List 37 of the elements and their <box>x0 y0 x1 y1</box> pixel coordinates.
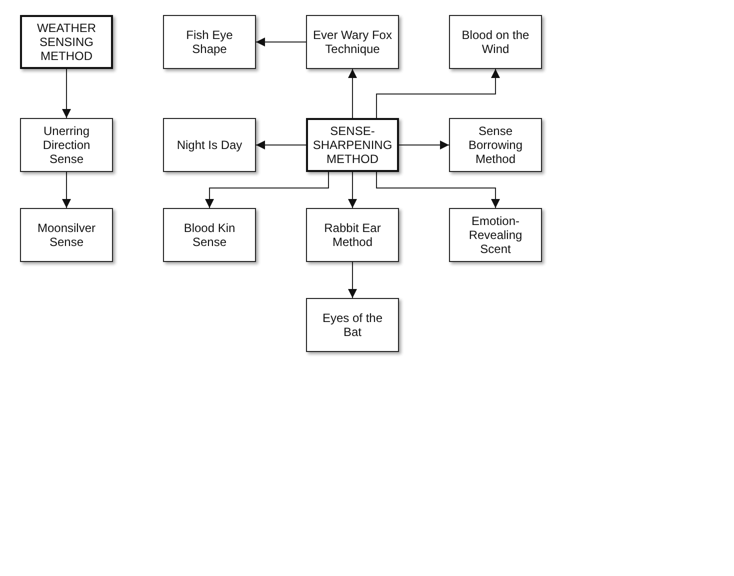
process-box <box>306 298 399 352</box>
box-label: Blood on the Wind <box>460 28 530 56</box>
process-box <box>306 118 399 172</box>
process-box <box>20 118 113 172</box>
arrow <box>62 68 71 118</box>
box-label: Emotion-Revealing Scent <box>468 214 524 256</box>
arrow <box>62 172 71 208</box>
box-label: SENSE-SHARPENING METHOD <box>312 124 392 166</box>
box-label: Ever Wary Fox Technique <box>312 28 393 56</box>
process-box <box>449 208 542 262</box>
process-box <box>163 118 256 172</box>
arrow <box>205 172 329 208</box>
box-label: Night Is Day <box>176 138 242 152</box>
process-box <box>20 15 113 69</box>
process-box <box>449 118 542 172</box>
process-box <box>163 15 256 69</box>
arrow <box>398 140 450 150</box>
arrow <box>256 38 306 46</box>
box-label: Unerring Direction Sense <box>42 124 92 166</box>
process-box <box>163 208 256 262</box>
box-label: WEATHER SENSING METHOD <box>36 21 98 63</box>
process-box <box>449 15 542 69</box>
box-label: Fish Eye Shape <box>185 28 234 56</box>
arrow <box>348 172 357 208</box>
arrow <box>348 262 357 298</box>
process-box <box>20 208 113 262</box>
process-box <box>306 208 399 262</box>
arrow <box>376 172 500 208</box>
box-label: Moonsilver Sense <box>36 221 97 249</box>
box-label: Sense Borrowing Method <box>467 124 524 166</box>
arrow <box>348 68 357 118</box>
arrow <box>376 68 500 118</box>
box-label: Eyes of the Bat <box>321 311 384 339</box>
box-label: Blood Kin Sense <box>182 221 236 249</box>
process-box <box>306 15 399 69</box>
box-label: Rabbit Ear Method <box>323 221 382 249</box>
arrow <box>256 140 306 150</box>
